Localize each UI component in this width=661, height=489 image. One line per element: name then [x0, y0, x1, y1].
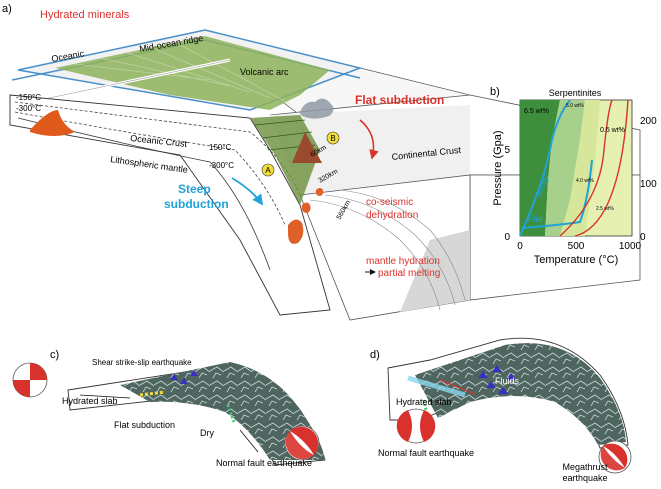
wt-5-0-label: 5.0 wt% [566, 103, 584, 109]
volcanic-arc-label: Volcanic arc [240, 67, 289, 77]
panel-d: d) Fluids Hydrated slab Normal fault ear… [370, 338, 631, 483]
isotherm-300-label: -300°C [209, 161, 234, 170]
panel-c-strike-slip-beachball [13, 363, 47, 397]
panel-d-normal-fault-beachball [397, 409, 436, 443]
coseismic-label-line2: dehydration [366, 210, 418, 221]
panel-d-hydrated-slab-label: Hydrated slab [396, 397, 452, 407]
x-tick-1000: 1000 [619, 241, 642, 252]
magma-pocket-2 [302, 203, 311, 214]
x-axis-label: Temperature (°C) [534, 254, 618, 266]
y-right-tick-100: 100 [640, 179, 657, 190]
wt-4-0-label: 4.0 wt% [576, 178, 594, 184]
y-tick-5: 5 [504, 145, 510, 156]
marker-b-label: B [330, 134, 335, 143]
panel-d-fluids-label: Fluids [495, 376, 520, 386]
panel-c-flat-subduction-label: Flat subduction [114, 420, 175, 430]
steep-label-line1: Steep [178, 182, 211, 196]
x-tick-500: 500 [568, 241, 585, 252]
wt-2-5-label: 2.5 wt% [596, 206, 614, 212]
panel-c-shear-label: Shear strike-slip earthquake [92, 358, 192, 367]
y-axis-label: Pressure (Gpa) [492, 130, 504, 205]
lithospheric-mantle-label: Lithospheric mantle [110, 154, 189, 175]
partial-melting-label: partial melting [378, 268, 440, 279]
isotherm-300-left: -300°C [16, 104, 41, 113]
wt-6-5-label: 6.5 wt% [524, 108, 549, 115]
panel-d-megathrust-line1: Megathrust [562, 462, 608, 472]
panel-b-tag: b) [490, 86, 500, 98]
marker-a-label: A [265, 166, 271, 175]
panel-c-dry-label: Dry [200, 428, 214, 438]
isotherm-150-left: -150°C [16, 93, 41, 102]
y-right-tick-200: 200 [640, 116, 657, 127]
panel-d-tag: d) [370, 349, 380, 361]
phase-diagram-title: Serpentinites [549, 88, 602, 98]
panel-d-megathrust-line2: earthquake [562, 473, 607, 483]
flat-path-label: Flat [528, 214, 544, 224]
panel-d-normal-fault-label: Normal fault earthquake [378, 448, 474, 458]
panel-c-normal-fault-label: Normal fault earthquake [216, 458, 312, 468]
flat-subduction-label: Flat subduction [355, 93, 444, 107]
panel-c-hydrated-slab-label: Hydrated slab [62, 396, 118, 406]
magma-pocket-3 [316, 188, 323, 196]
panel-a-tag: a) [2, 3, 12, 15]
mantle-hydration-label: mantle hydration [366, 256, 440, 267]
panel-c: c) Shear strike-slip earthquake Hydrated… [13, 349, 325, 468]
isotherm-150-label: 150°C [209, 143, 232, 152]
x-tick-0: 0 [517, 241, 523, 252]
hydrated-minerals-label: Hydrated minerals [40, 9, 130, 21]
y-tick-0: 0 [504, 232, 510, 243]
panel-c-tag: c) [50, 349, 59, 361]
coseismic-label-line1: co-seismic [366, 197, 413, 208]
wt-0-5-label: 0.5 wt% [600, 127, 625, 134]
panel-c-normal-fault-beachball [285, 426, 319, 460]
steep-label-line2: subduction [164, 197, 229, 211]
